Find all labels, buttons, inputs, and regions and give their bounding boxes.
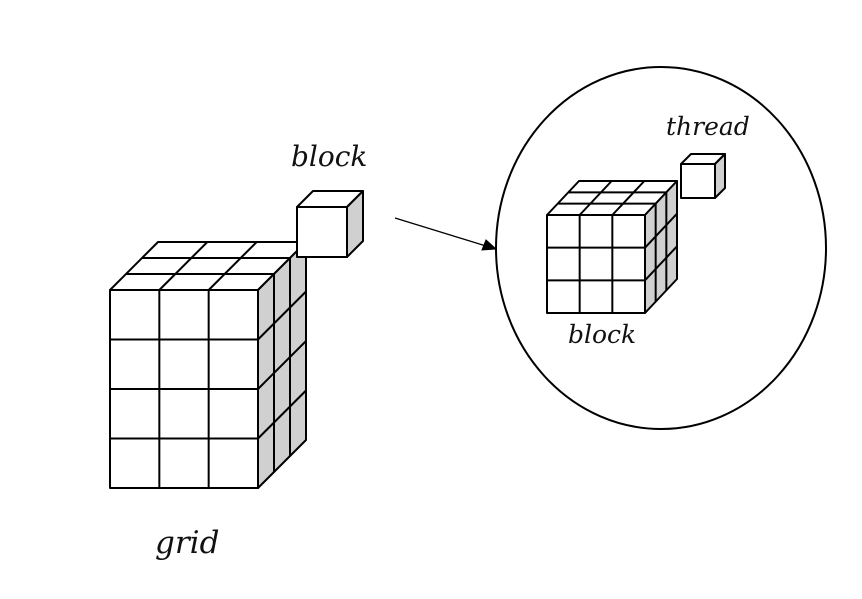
grid-label: grid <box>155 525 220 561</box>
grid-line <box>644 212 678 249</box>
thread-label: thread <box>666 112 750 141</box>
grid-line <box>611 180 646 216</box>
zoom-circle <box>495 66 827 430</box>
cube-front-face <box>680 163 716 199</box>
grid-line <box>158 241 209 291</box>
grid-line <box>257 290 307 341</box>
grid-line <box>257 389 307 440</box>
arrow-head-icon <box>481 239 498 251</box>
grid-line <box>578 180 613 216</box>
block-detail-label: block <box>568 320 637 349</box>
cube-front-face <box>546 214 646 314</box>
cube-front-face <box>296 206 348 258</box>
zoom-ellipse <box>495 66 827 430</box>
zoom-arrow <box>394 217 498 251</box>
block-cube-detail <box>546 180 678 314</box>
grid-line <box>207 241 258 291</box>
grid-line <box>257 340 307 390</box>
thread-cube <box>680 153 726 199</box>
block-label: block <box>291 140 368 173</box>
grid-cube <box>109 241 307 489</box>
grid-line <box>644 245 678 282</box>
block-cube <box>296 190 364 258</box>
arrow-shaft <box>394 217 487 247</box>
